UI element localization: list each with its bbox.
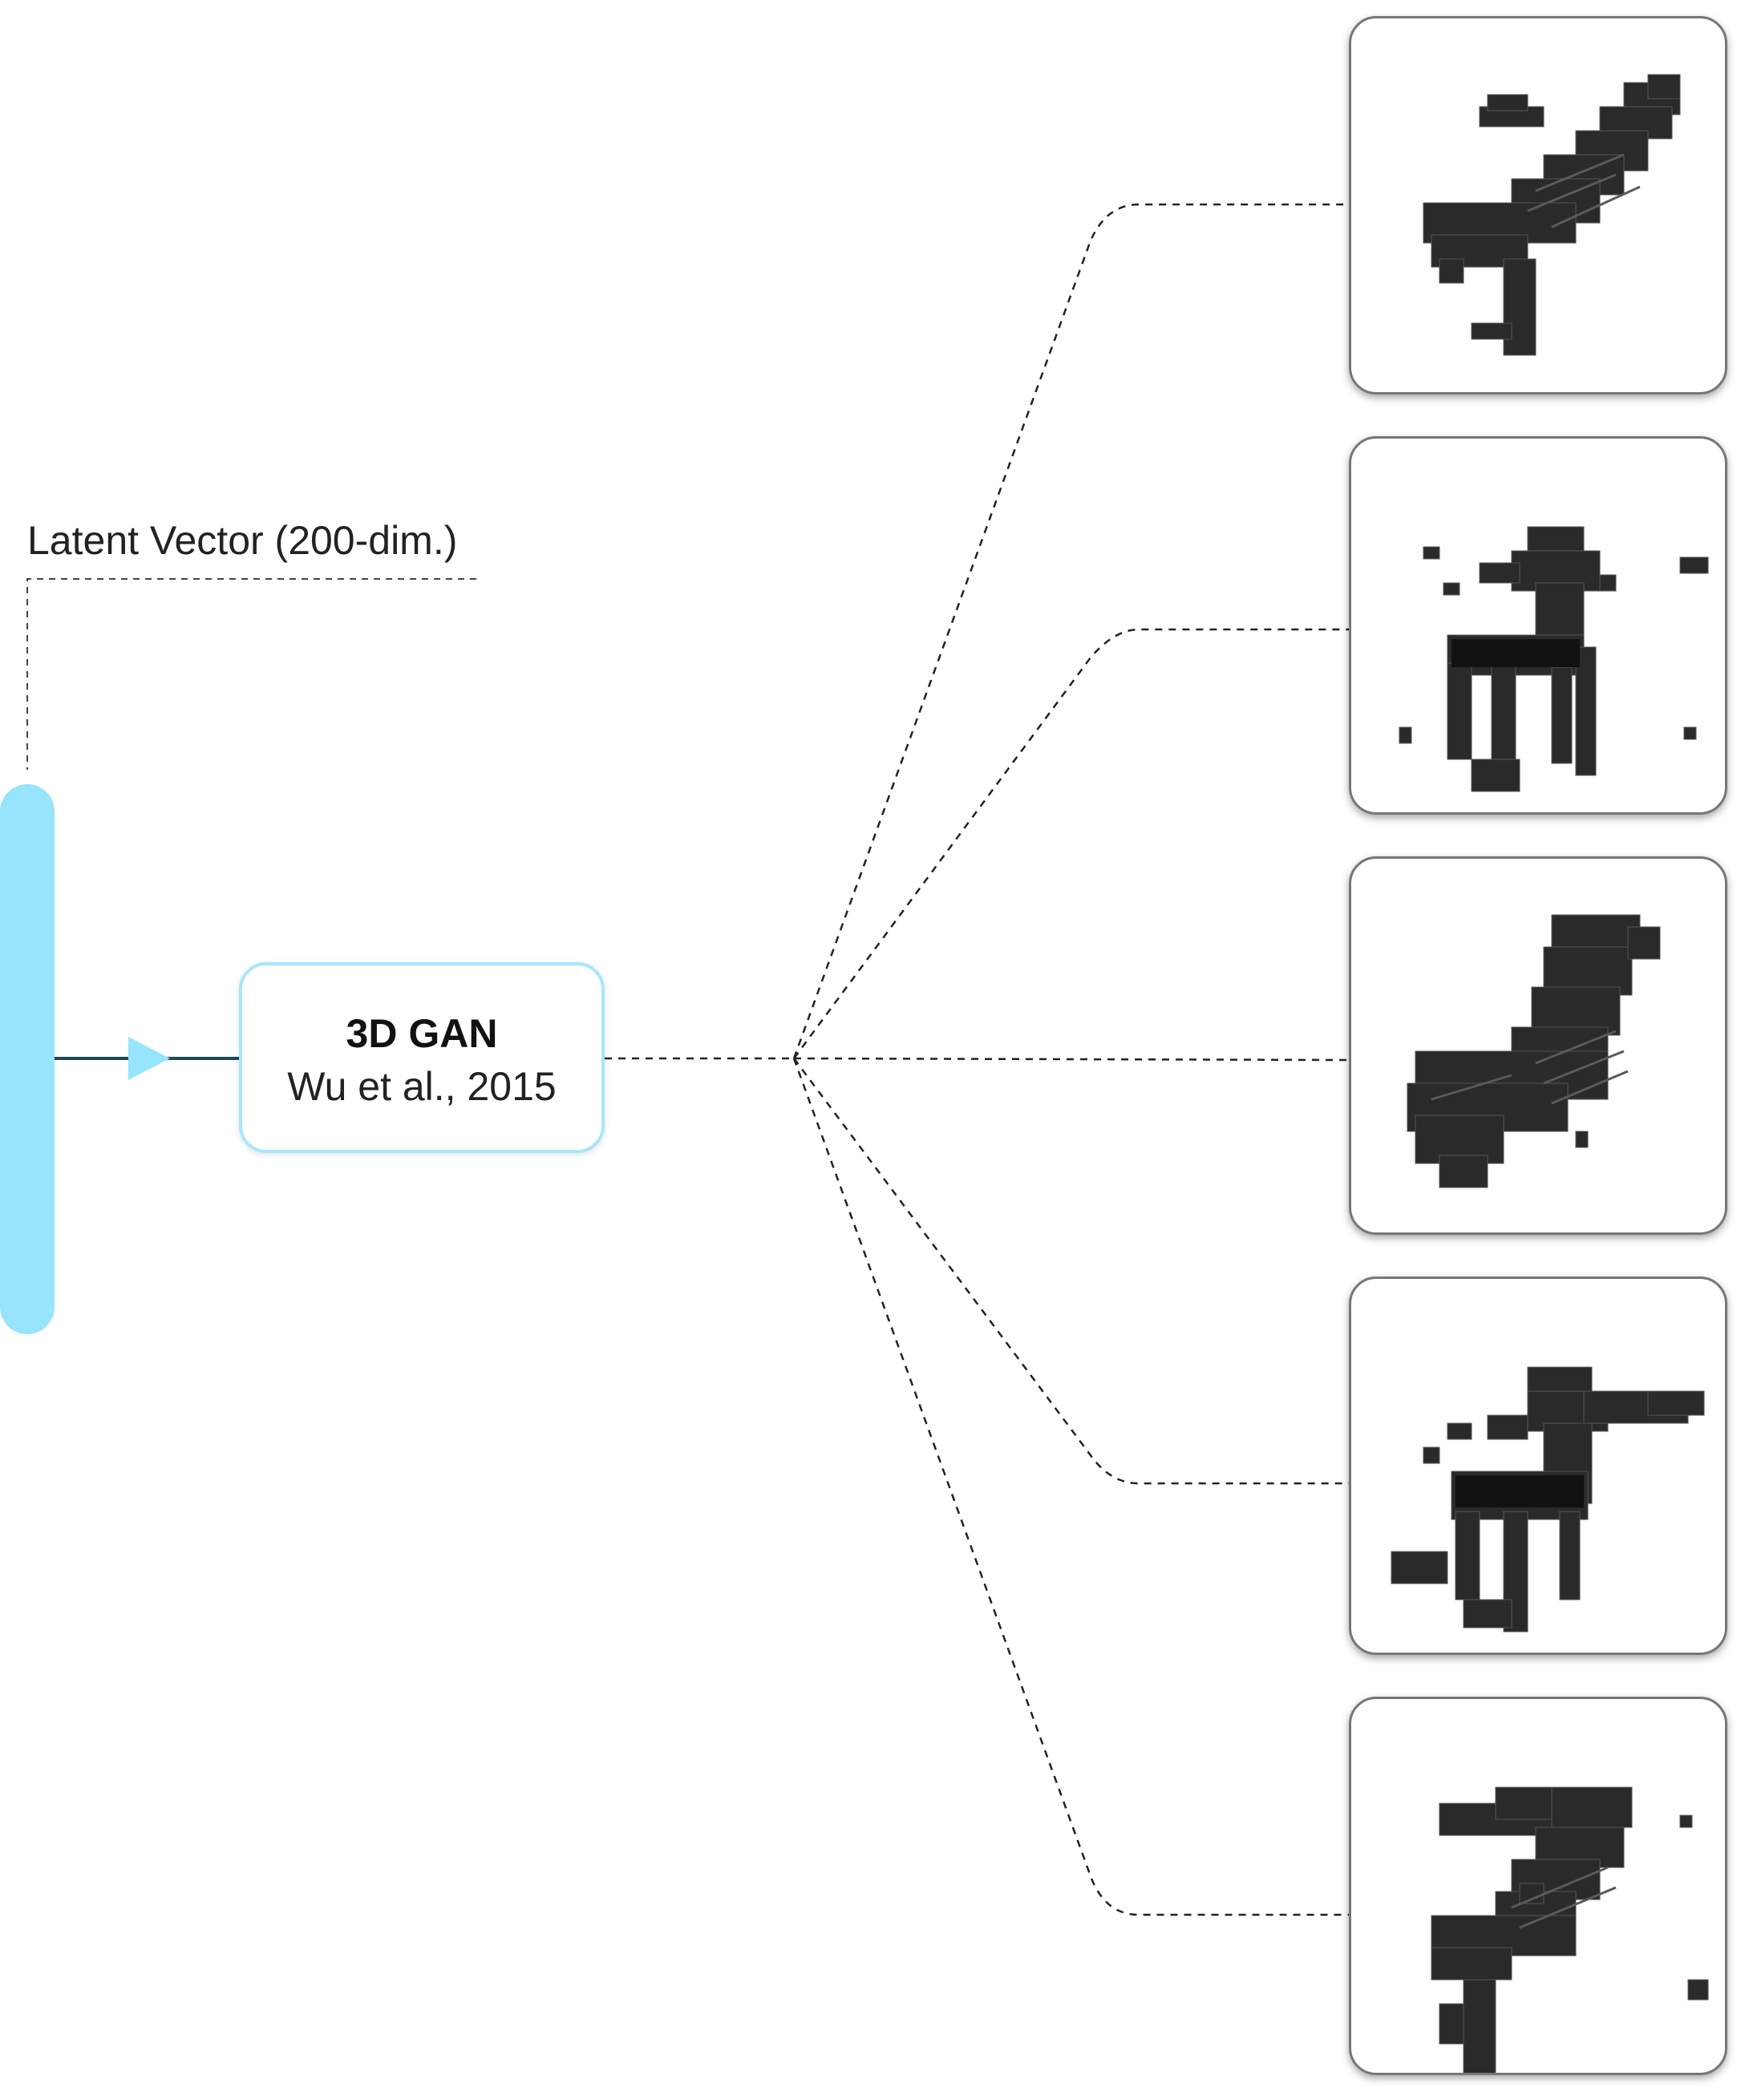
output-panel-4 [1349,1277,1727,1655]
fan-line-3 [793,1057,1350,1062]
fan-line-5 [792,1058,1349,1916]
fan-line-2 [792,628,1349,1059]
latent-vector-bar [0,784,55,1334]
fan-line-1 [792,203,1349,1059]
output-panel-3 [1349,856,1727,1235]
latent-label-leader [26,578,476,770]
generator-citation: Wu et al., 2015 [287,1064,557,1109]
fanout-lines [605,203,1350,1916]
latent-vector-label: Latent Vector (200-dim.) [27,518,458,563]
generator-box: 3D GAN Wu et al., 2015 [239,962,605,1153]
input-arrow-head [128,1037,170,1080]
voxel-chair-icon [1423,74,1681,356]
fan-line-4 [792,1058,1349,1485]
voxel-chair-icon [1407,914,1661,1188]
output-panel-1 [1349,16,1727,395]
voxel-chair-icon [1399,526,1709,792]
voxel-chair-icon [1431,1786,1709,2073]
output-panel-2 [1349,436,1727,815]
voxel-chair-icon [1391,1366,1705,1633]
output-panel-5 [1349,1697,1727,2075]
generator-title: 3D GAN [346,1011,498,1056]
